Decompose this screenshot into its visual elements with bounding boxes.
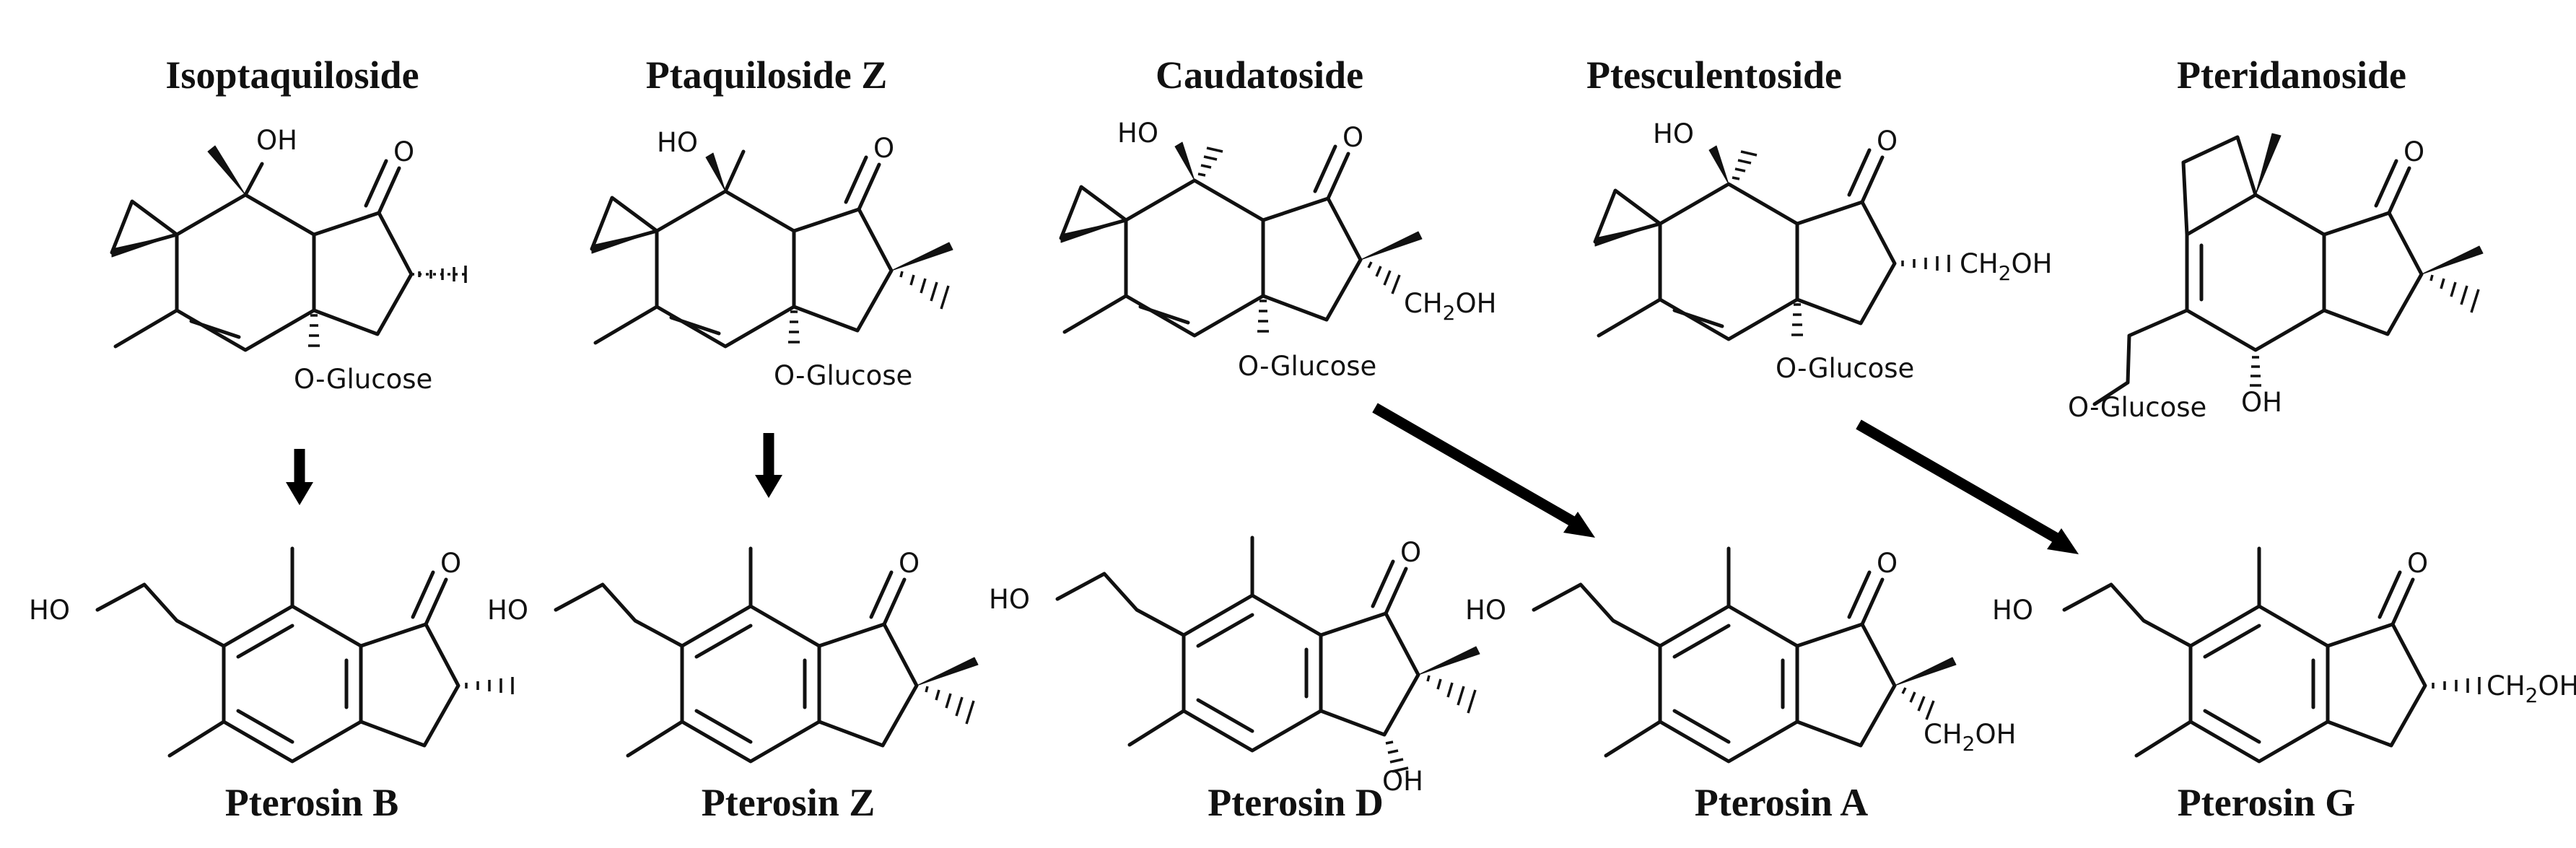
- glycoside-label: O-Glucose: [1776, 353, 1914, 384]
- hash-wedge: [1367, 261, 1401, 294]
- molecule-caudatoside: HO O CH2OH O-Glucose: [1059, 118, 1496, 382]
- side-group-label: CH2OH: [1960, 248, 2052, 285]
- molecule-pterosin-z: HO O: [487, 548, 979, 761]
- precursor-title-isoptaquiloside: Isoptaquiloside: [165, 53, 419, 97]
- hash-wedge: [1385, 740, 1409, 773]
- carbonyl-oxygen-label: O: [1342, 122, 1363, 153]
- product-title-pterosin-a: Pterosin A: [1695, 781, 1869, 824]
- glycoside-label: O-Glucose: [1238, 351, 1376, 382]
- side-group-label: CH2OH: [1404, 288, 1496, 325]
- hash-wedge: [2250, 356, 2261, 387]
- glycoside-label: O-Glucose: [294, 364, 432, 395]
- hydroxyl-label: HO: [1465, 595, 1506, 626]
- hydroxyl-label: HO: [1117, 118, 1158, 149]
- molecule-pterosin-b: HO O: [29, 548, 514, 761]
- molecule-ptesculentoside: HO O CH2OH O-Glucose: [1593, 118, 2052, 384]
- conversion-arrow: [755, 433, 782, 498]
- molecule-ptaquiloside-z: HO O O-Glucose: [590, 127, 953, 391]
- molecule-pterosin-d: HO OH O: [989, 537, 1480, 797]
- molecule-pterosin-g: HO CH2OH O: [1992, 548, 2576, 761]
- carbonyl-oxygen-label: O: [393, 136, 414, 167]
- hydroxyl-label: HO: [989, 584, 1030, 615]
- hash-wedge: [1197, 147, 1223, 177]
- precursor-title-ptesculentoside: Ptesculentoside: [1586, 53, 1842, 97]
- hash-wedge: [2432, 677, 2481, 694]
- carbonyl-oxygen-label: O: [873, 133, 894, 164]
- hash-wedge: [308, 314, 320, 347]
- carbonyl-oxygen-label: O: [1400, 537, 1421, 568]
- conversion-arrow: [1372, 403, 1595, 538]
- hydroxyl-label: HO: [1992, 595, 2033, 626]
- hash-wedge: [899, 271, 950, 310]
- carbonyl-oxygen-label: O: [2407, 548, 2428, 579]
- hash-wedge: [411, 266, 469, 283]
- hydroxyl-label: HO: [1653, 118, 1694, 149]
- carbonyl-oxygen-label: O: [440, 548, 461, 579]
- carbonyl-oxygen-label: O: [899, 548, 920, 579]
- hash-wedge: [2429, 274, 2480, 313]
- carbonyl-oxygen-label: O: [1877, 126, 1898, 157]
- hash-wedge: [925, 686, 975, 725]
- hash-wedge: [1426, 675, 1477, 714]
- hydroxyl-label: OH: [256, 125, 297, 156]
- hash-wedge: [1901, 687, 1935, 720]
- hydroxyl-label: OH: [1382, 766, 1423, 797]
- hash-wedge: [1901, 255, 1950, 272]
- hash-wedge: [1257, 300, 1269, 333]
- hydroxyl-label: HO: [657, 127, 698, 158]
- conversion-arrow: [286, 449, 313, 505]
- precursor-title-caudatoside: Caudatoside: [1156, 53, 1363, 97]
- product-title-pterosin-z: Pterosin Z: [702, 781, 876, 824]
- glycoside-label: O-Glucose: [774, 360, 912, 391]
- carbonyl-oxygen-label: O: [2403, 136, 2424, 167]
- conversion-arrow: [1856, 419, 2079, 554]
- product-title-pterosin-g: Pterosin G: [2178, 781, 2355, 824]
- molecule-pterosin-a: HO CH2OH O: [1465, 548, 2016, 761]
- molecule-pteridanoside: OH O O-Glucose: [2068, 133, 2484, 423]
- precursor-title-pteridanoside: Pteridanoside: [2177, 53, 2406, 97]
- product-title-pterosin-d: Pterosin D: [1208, 781, 1383, 824]
- hash-wedge: [465, 677, 514, 694]
- hydroxyl-label: OH: [2241, 387, 2282, 418]
- carbonyl-oxygen-label: O: [1877, 548, 1898, 579]
- side-group-label: CH2OH: [2487, 670, 2576, 707]
- hydroxyl-label: HO: [29, 595, 70, 626]
- precursor-title-ptaquiloside-z: Ptaquiloside Z: [646, 53, 888, 97]
- hash-wedge: [1732, 150, 1758, 180]
- hash-wedge: [788, 310, 800, 344]
- hydroxyl-label: HO: [487, 595, 528, 626]
- glycoside-label: O-Glucose: [2068, 392, 2206, 423]
- molecule-isoptaquiloside: OH O O-Glucose: [110, 125, 469, 395]
- hash-wedge: [1791, 303, 1803, 336]
- side-group-label: CH2OH: [1924, 719, 2016, 756]
- product-title-pterosin-b: Pterosin B: [225, 781, 399, 824]
